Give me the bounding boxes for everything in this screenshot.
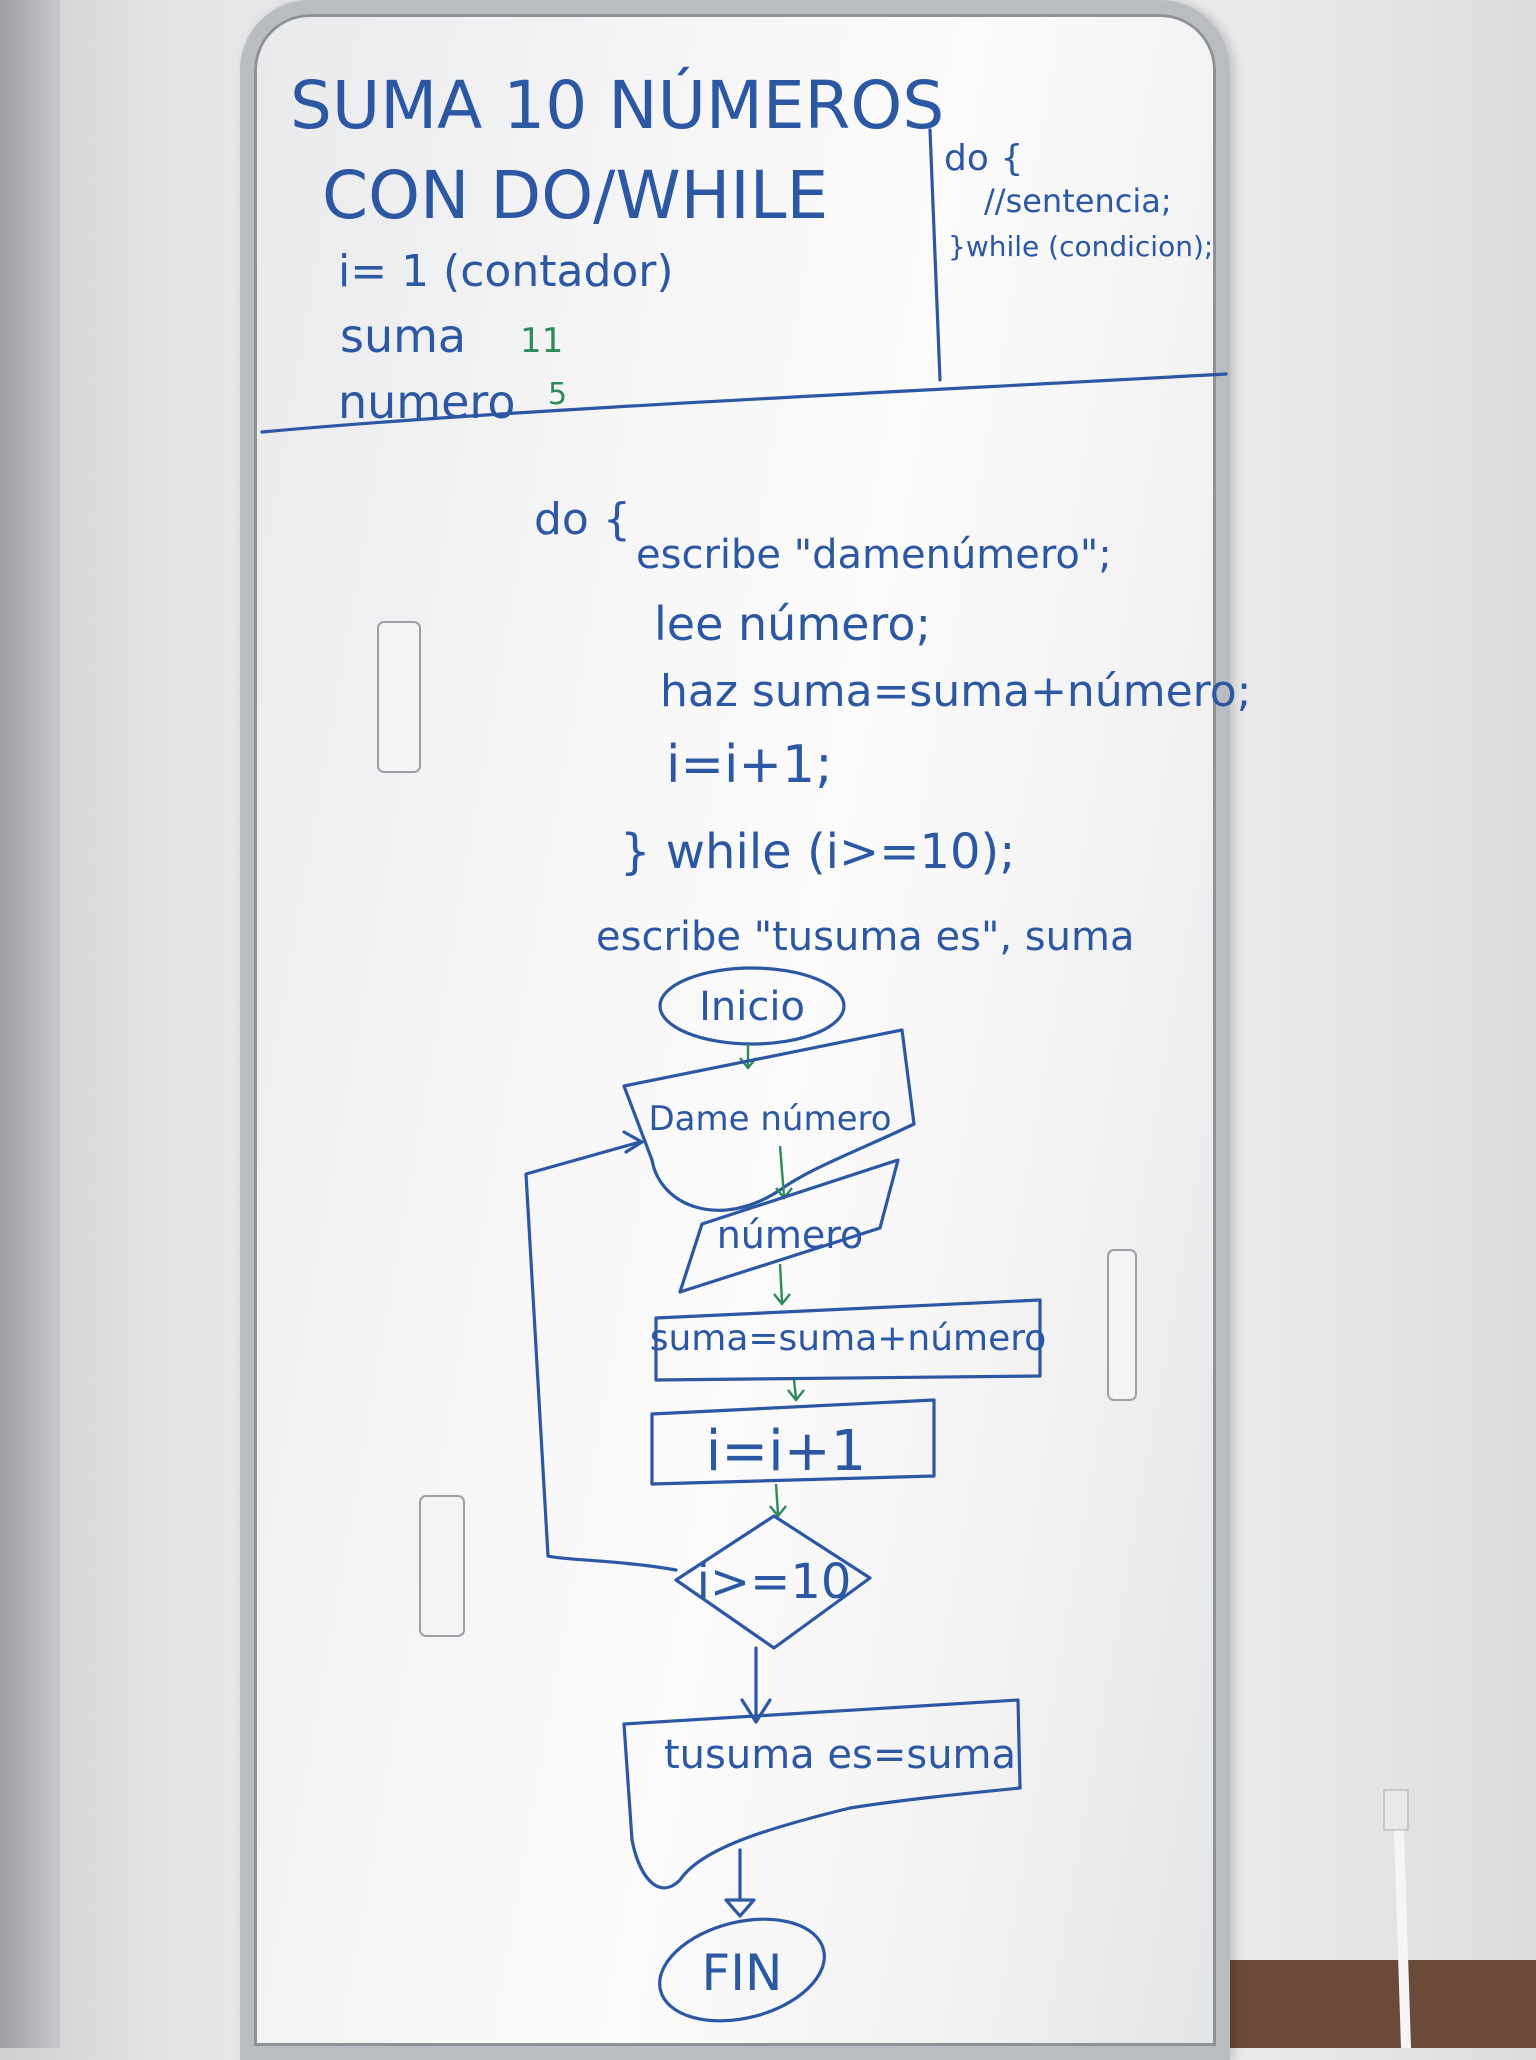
magnet-3 [419, 1495, 465, 1637]
arrow-5 [769, 1483, 787, 1518]
code-line-7: escribe "tusuma es", suma [596, 914, 1134, 960]
arrow-6 [740, 1646, 772, 1724]
code-line-6: } while (i>=10); [620, 824, 1015, 880]
flow-process1-shape [654, 1298, 1042, 1382]
flow-input-label: número [717, 1213, 864, 1257]
magnet-1 [377, 621, 421, 773]
flow-output1-shape [622, 1028, 916, 1212]
arrow-4 [787, 1379, 805, 1402]
flow-output2-shape [622, 1698, 1022, 1890]
arrow-1 [739, 1044, 757, 1070]
vertical-divider [928, 128, 942, 382]
code-line-5: i=i+1; [666, 735, 833, 795]
var-numero-value: 5 [548, 377, 567, 412]
var-numero: numero [338, 375, 515, 429]
flow-start-label: Inicio [699, 984, 805, 1030]
flow-output1-label: Dame número [648, 1099, 891, 1139]
power-cable [1393, 1795, 1411, 2048]
var-i: i= 1 (contador) [338, 246, 674, 297]
flow-process2-shape [650, 1398, 936, 1486]
magnet-2 [1107, 1249, 1137, 1401]
code-line-1: do { [534, 494, 631, 545]
flow-start-shape [658, 966, 846, 1046]
title-line2: CON DO/WHILE [322, 157, 828, 234]
flow-loop-arrow [524, 1130, 678, 1572]
flow-process1-label: suma=suma+número [650, 1318, 1047, 1359]
horizontal-divider [260, 372, 1228, 434]
code-line-3: lee número; [654, 597, 931, 651]
flow-process2-label: i=i+1 [706, 1419, 867, 1484]
code-line-4: haz suma=suma+número; [660, 666, 1252, 717]
title-line1: SUMA 10 NÚMEROS [290, 67, 944, 144]
var-suma-value: 11 [520, 321, 563, 361]
arrow-3 [773, 1263, 791, 1306]
flow-decision-shape [674, 1514, 872, 1650]
syntax-line1: do { [944, 138, 1023, 179]
flow-end-shape [658, 1917, 826, 2023]
wall-left [0, 0, 60, 2048]
syntax-line2: //sentencia; [984, 182, 1172, 220]
arrow-2 [775, 1145, 793, 1200]
plug [1383, 1789, 1409, 1831]
flow-decision-label: i>=10 [697, 1554, 852, 1610]
arrow-7 [724, 1848, 756, 1918]
syntax-line3: }while (condicion); [948, 230, 1213, 263]
var-suma: suma [340, 309, 466, 363]
flow-input-shape [678, 1158, 900, 1294]
flow-end-label: FIN [702, 1944, 783, 2002]
code-line-2: escribe "damenúmero"; [636, 532, 1112, 578]
flow-output2-label: tusuma es=suma [664, 1732, 1016, 1778]
floor [1180, 1960, 1536, 2048]
